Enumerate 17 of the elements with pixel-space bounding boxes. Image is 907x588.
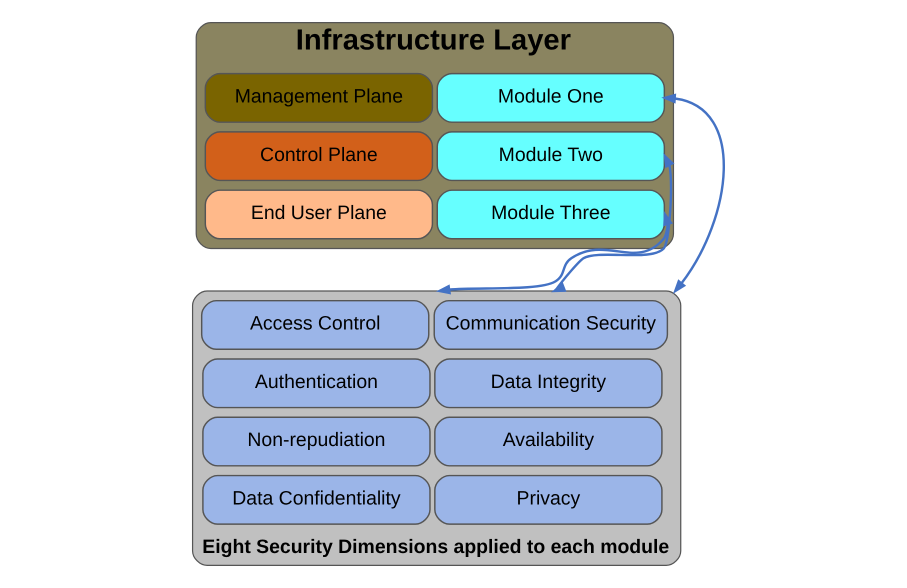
node-box: Non-repudiation	[202, 416, 431, 467]
node-box: Management Plane	[204, 72, 434, 123]
node-box: Availability	[434, 416, 663, 467]
node-box: Data Integrity	[434, 358, 663, 408]
node-box: Access Control	[200, 300, 430, 350]
node-box: Module Two	[436, 131, 666, 182]
arrow	[551, 152, 674, 292]
node-box: Privacy	[434, 474, 663, 525]
node-box: Communication Security	[434, 300, 668, 350]
node-box: Module One	[436, 72, 666, 123]
node-box: Authentication	[202, 358, 431, 408]
node-box: Control Plane	[204, 131, 434, 182]
node-box: Data Confidentiality	[202, 474, 431, 525]
node-box: Module Three	[436, 189, 666, 240]
arrow	[436, 210, 673, 295]
node-box: End User Plane	[204, 189, 434, 240]
arrow	[661, 93, 725, 294]
